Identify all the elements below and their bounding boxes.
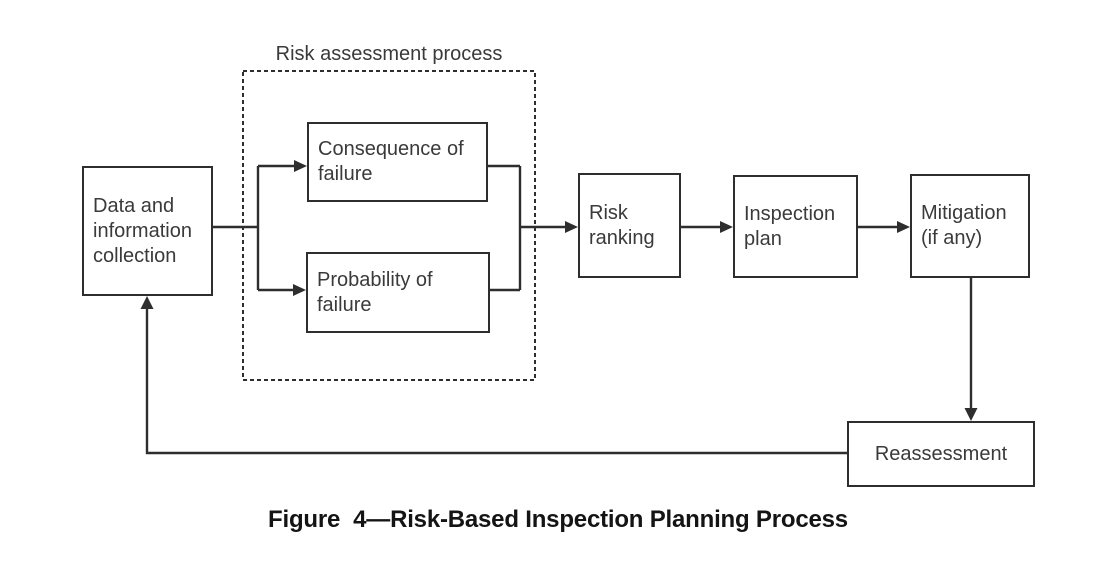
arrowhead-to-mitigation — [897, 221, 910, 233]
node-consequence-of-failure: Consequence of failure — [307, 122, 488, 202]
node-probability-of-failure: Probability of failure — [306, 252, 490, 333]
node-mitigation-if-any: Mitigation (if any) — [910, 174, 1030, 278]
edge-data-to-branches — [213, 164, 295, 292]
arrowhead-to-reassessment — [964, 408, 978, 421]
arrowhead-to-probability — [293, 284, 306, 296]
risk-assessment-group-border — [242, 70, 536, 381]
risk-assessment-group-label: Risk assessment process — [275, 43, 503, 65]
edge-merge-to-risk-ranking — [488, 164, 566, 292]
figure-caption: Figure 4—Risk-Based Inspection Planning … — [268, 506, 848, 533]
arrowhead-to-data-collection — [140, 296, 154, 309]
node-risk-ranking: Risk ranking — [578, 173, 681, 278]
node-inspection-plan: Inspection plan — [733, 175, 858, 278]
arrowhead-to-inspection-plan — [720, 221, 733, 233]
node-data-and-information-collection: Data and information collection — [82, 166, 213, 296]
arrowhead-to-consequence — [294, 160, 307, 172]
edge-reassessment-feedback — [145, 309, 847, 455]
node-reassessment: Reassessment — [847, 421, 1035, 487]
arrowhead-to-risk-ranking — [565, 221, 578, 233]
